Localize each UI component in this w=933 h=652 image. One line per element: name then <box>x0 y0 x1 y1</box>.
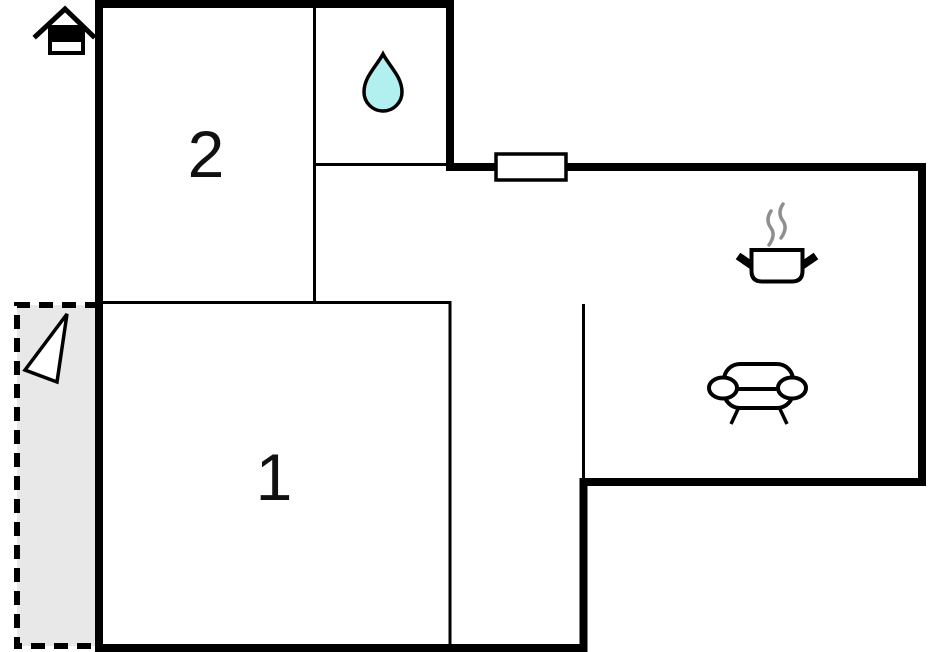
house-roof-band <box>49 26 84 42</box>
terrace-area <box>14 302 99 649</box>
exterior-walls <box>95 0 926 652</box>
house-icon <box>32 5 97 55</box>
pot-body <box>749 248 805 284</box>
sofa-armrest-left <box>707 375 739 401</box>
sofa-armrest-right <box>776 375 808 401</box>
sofa-leg-right <box>777 406 789 425</box>
interior-walls <box>99 4 585 648</box>
window-symbol <box>494 152 568 182</box>
terrace-dashed-border <box>14 302 99 649</box>
water-drop-icon <box>362 50 404 113</box>
terrace-arrow-icon <box>22 312 69 385</box>
room-label-1: 1 <box>256 440 293 514</box>
room-label-2: 2 <box>188 117 225 191</box>
cooking-pot-icon <box>735 202 819 284</box>
house-roof <box>32 5 97 40</box>
steam-icon <box>778 202 787 240</box>
steam-icon <box>766 209 775 247</box>
sofa-icon <box>707 362 808 425</box>
